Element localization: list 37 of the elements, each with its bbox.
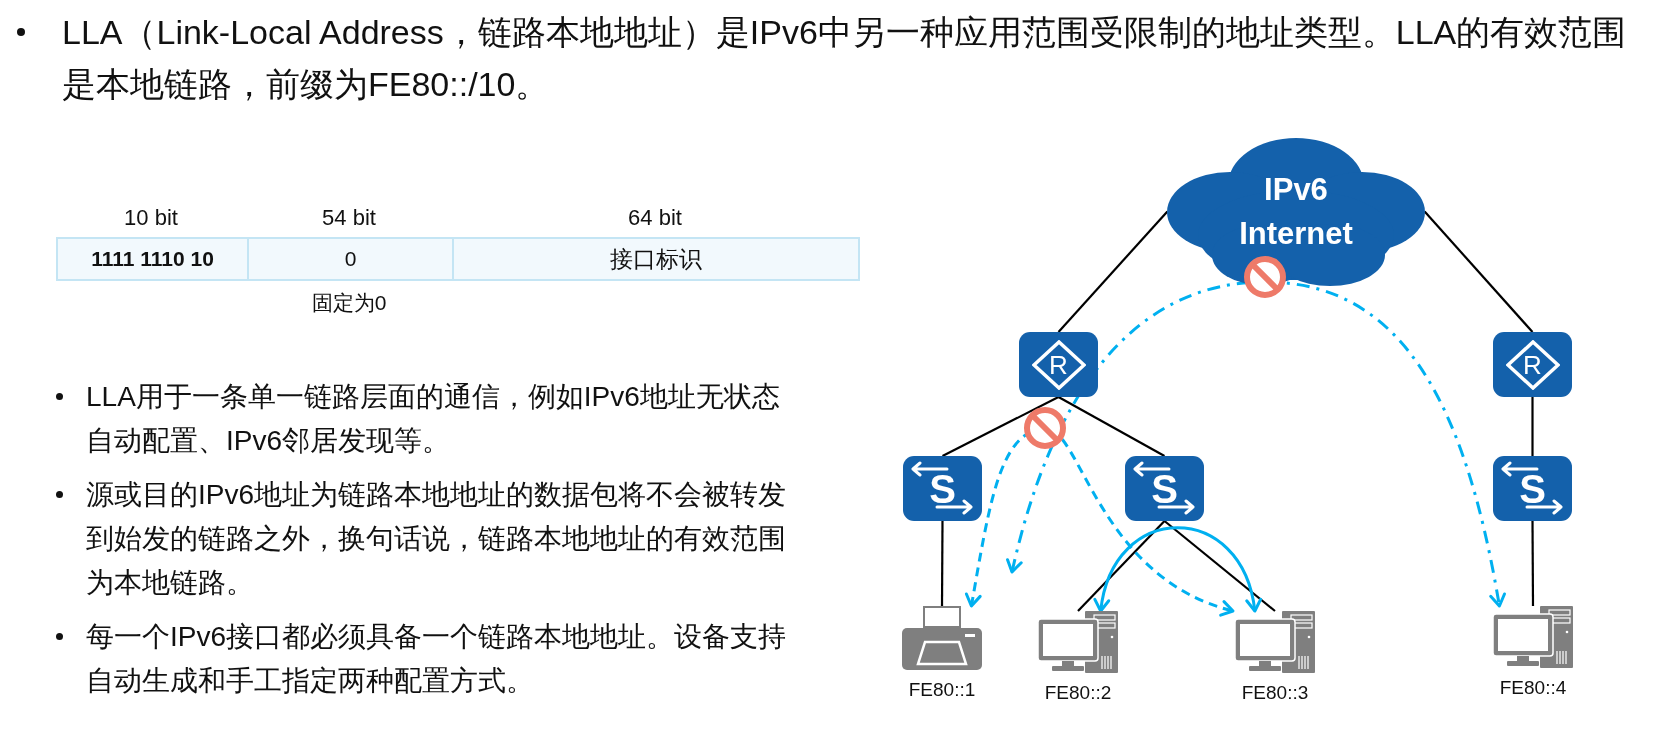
router-device bbox=[1493, 332, 1572, 397]
switch-label: S bbox=[1519, 466, 1546, 511]
router-label: R bbox=[1523, 350, 1542, 379]
column-header: 10 bit bbox=[124, 204, 178, 232]
connection-line bbox=[1531, 521, 1535, 606]
connection-line bbox=[1077, 520, 1166, 612]
connection-line bbox=[1057, 396, 1166, 457]
switch-device bbox=[1125, 456, 1204, 521]
cloud-label: IPv6 Internet bbox=[1239, 170, 1353, 253]
switch-label: S bbox=[929, 466, 956, 511]
column-header: 54 bit bbox=[322, 204, 376, 232]
bullet-text: 源或目的IPv6地址为链路本地地址的数据包将不会被转发到始发的链路之外，换句话说，链路本地地址的有效范围为本地链路。 bbox=[86, 478, 788, 600]
switch-device bbox=[1493, 456, 1572, 521]
connection-line bbox=[1057, 210, 1169, 333]
bullet-text: LLA用于一条单一链路层面的通信，例如IPv6地址无状态自动配置、IPv6邻居发现等。 bbox=[86, 380, 781, 458]
connection-line bbox=[942, 396, 1059, 457]
connection-line bbox=[1423, 210, 1534, 333]
switch-device bbox=[903, 456, 982, 521]
double-headed-arrow bbox=[1094, 526, 1261, 613]
address-label: FE80::3 bbox=[1241, 681, 1309, 705]
bullet-text: 每一个IPv6接口都必须具备一个链路本地地址。设备支持自动生成和手工指定两种配置方式。 bbox=[86, 620, 788, 698]
field-note: 固定为0 bbox=[311, 290, 387, 316]
connection-line bbox=[1163, 520, 1276, 612]
address-label: FE80::1 bbox=[908, 678, 976, 702]
connection-line bbox=[940, 521, 944, 606]
switch-label: S bbox=[1151, 466, 1178, 511]
column-header: 64 bit bbox=[628, 204, 682, 232]
router-label: R bbox=[1049, 350, 1068, 379]
connection-line bbox=[1531, 397, 1534, 456]
table-cell: 接口标识 bbox=[452, 237, 860, 281]
router-device bbox=[1019, 332, 1098, 397]
address-label: FE80::2 bbox=[1044, 681, 1112, 705]
dashed-arrow bbox=[1006, 280, 1506, 608]
table-cell: 1111 1110 10 bbox=[56, 237, 249, 281]
address-label: FE80::4 bbox=[1499, 676, 1567, 700]
intro-text: LLA（Link-Local Address，链路本地地址）是IPv6中另一种应用范围受限制的地址类型。LLA的有效范围是本地链路，前缀为FE80::/10。 bbox=[62, 12, 1628, 105]
table-cell: 0 bbox=[247, 237, 454, 281]
